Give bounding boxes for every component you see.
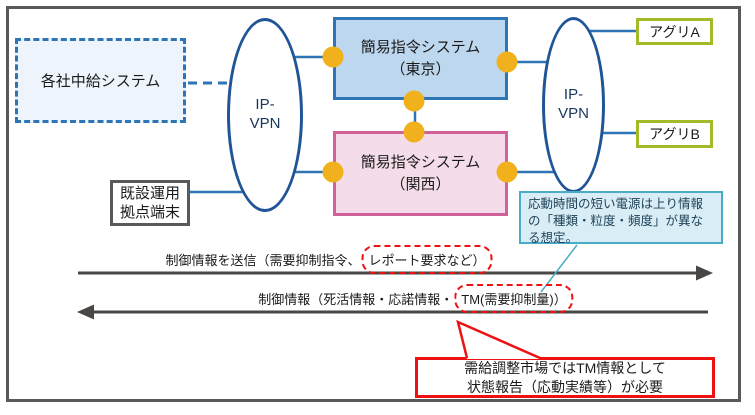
callout-response-time-note: 応動時間の短い電源は上り情報の「種類・粒度・頻度」が異なる想定。	[519, 191, 723, 245]
node-chugyu-label: 各社中給システム	[40, 73, 161, 90]
node-ipvpn-left: IP- VPN	[227, 18, 303, 212]
node-tokyo-label: 簡易指令システム （東京）	[360, 38, 481, 78]
node-chugyu-system: 各社中給システム	[15, 38, 186, 123]
node-existing-terminal-label: 既設運用 拠点端末	[119, 184, 180, 222]
note-tm-requirement: 需給調整市場ではTM情報として 状態報告（応動実績等）が必要	[415, 357, 715, 398]
node-aggregator-b-label: アグリB	[649, 126, 700, 142]
node-ipvpn-right: IP- VPN	[542, 17, 605, 193]
note-tm-requirement-text: 需給調整市場ではTM情報として 状態報告（応動実績等）が必要	[464, 360, 666, 395]
downlink-flow-text: 制御情報を送信（需要抑制指令、	[165, 252, 361, 268]
node-ipvpn-right-label: IP- VPN	[558, 86, 589, 122]
callout-text: 応動時間の短い電源は上り情報の「種類・粒度・頻度」が異なる想定。	[528, 197, 704, 245]
uplink-highlight-oval: TM(需要抑制量)）	[454, 283, 574, 313]
downlink-highlight-oval: レポート要求など）	[361, 244, 493, 274]
node-command-system-kansai: 簡易指令システム （関西）	[333, 131, 508, 216]
node-ipvpn-left-label: IP- VPN	[249, 96, 281, 132]
uplink-flow-text: 制御情報（死活情報・応諾情報・	[258, 291, 454, 307]
node-existing-terminal: 既設運用 拠点端末	[110, 180, 190, 226]
diagram-border	[6, 6, 741, 402]
node-aggregator-a-label: アグリA	[649, 23, 700, 40]
node-command-system-tokyo: 簡易指令システム （東京）	[333, 17, 508, 100]
downlink-flow-label: 制御情報を送信（需要抑制指令、レポート要求など）	[165, 244, 493, 274]
node-kansai-label: 簡易指令システム （関西）	[360, 153, 481, 193]
uplink-flow-label: 制御情報（死活情報・応諾情報・TM(需要抑制量)）	[258, 283, 574, 313]
node-aggregator-a: アグリA	[636, 18, 713, 45]
node-aggregator-b: アグリB	[636, 120, 713, 148]
